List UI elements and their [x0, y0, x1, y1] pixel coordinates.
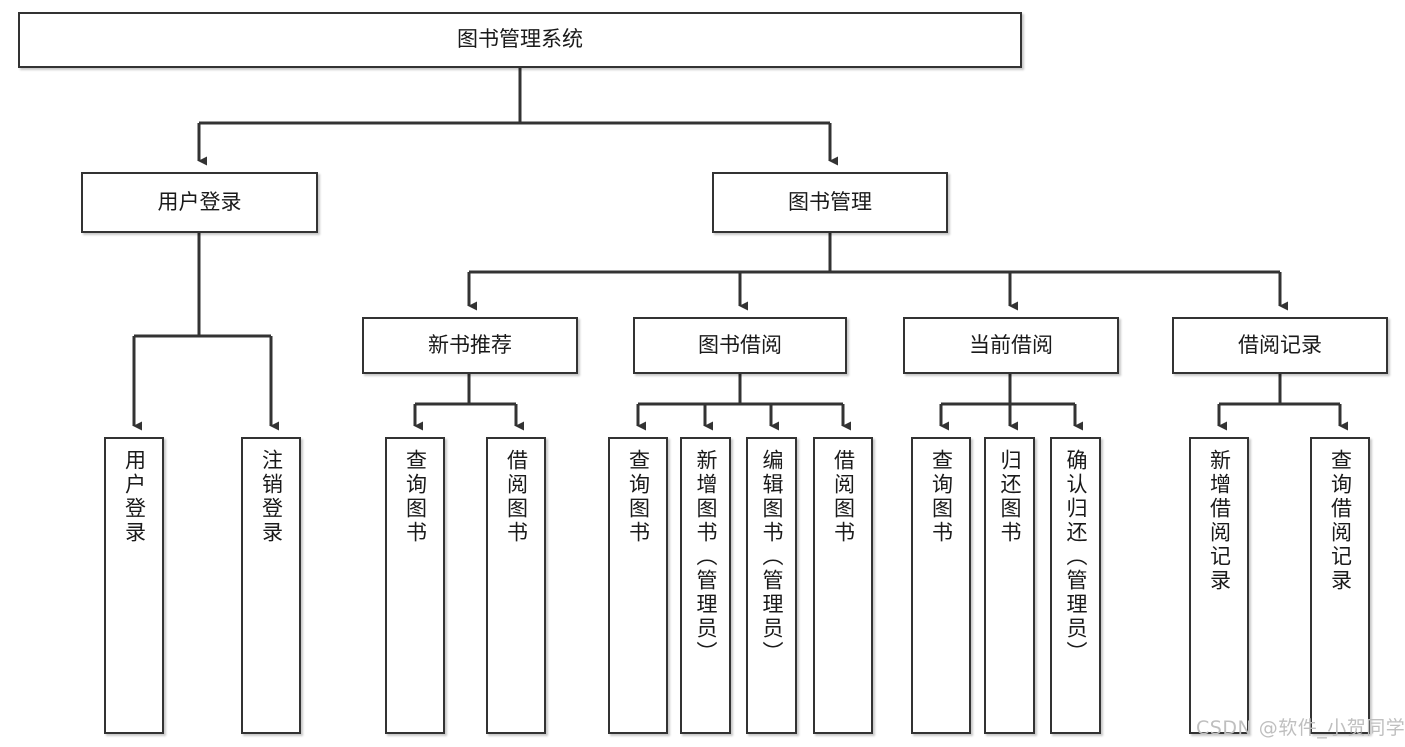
node-leaf-confirm-return-admin[interactable]: 确认归还（管理员）: [1050, 437, 1101, 734]
node-label: 图书管理: [788, 189, 872, 214]
node-label: 当前借阅: [969, 332, 1053, 357]
node-leaf-borrow-book-1[interactable]: 借阅图书: [486, 437, 546, 734]
node-leaf-user-login[interactable]: 用户登录: [104, 437, 164, 734]
node-label: 新书推荐: [428, 332, 512, 357]
node-label: 借阅记录: [1238, 332, 1322, 357]
node-new-book-recommend[interactable]: 新书推荐: [362, 317, 578, 374]
csdn-watermark: CSDN @软件_小贺同学: [1196, 717, 1405, 739]
node-label: 借阅图书: [831, 449, 856, 545]
node-leaf-logout-login[interactable]: 注销登录: [241, 437, 301, 734]
node-label: 用户登录: [157, 189, 242, 214]
node-label: 编辑图书（管理员）: [760, 449, 784, 665]
node-user-login[interactable]: 用户登录: [81, 172, 318, 233]
node-label: 新增图书（管理员）: [694, 449, 718, 665]
node-label: 借阅图书: [504, 449, 529, 545]
node-book-borrow[interactable]: 图书借阅: [633, 317, 847, 374]
node-leaf-edit-book-admin[interactable]: 编辑图书（管理员）: [746, 437, 797, 734]
node-label: 图书管理系统: [457, 27, 583, 52]
node-label: 查询图书: [929, 449, 954, 545]
node-leaf-add-book-admin[interactable]: 新增图书（管理员）: [680, 437, 731, 734]
node-label: 注销登录: [259, 449, 284, 545]
node-leaf-return-book[interactable]: 归还图书: [984, 437, 1035, 734]
node-leaf-query-book-2[interactable]: 查询图书: [608, 437, 668, 734]
node-leaf-query-borrow-record[interactable]: 查询借阅记录: [1310, 437, 1370, 734]
node-label: 确认归还（管理员）: [1064, 449, 1088, 665]
node-leaf-borrow-book-2[interactable]: 借阅图书: [813, 437, 873, 734]
node-current-borrow[interactable]: 当前借阅: [903, 317, 1119, 374]
node-leaf-query-book-3[interactable]: 查询图书: [911, 437, 971, 734]
node-book-management[interactable]: 图书管理: [712, 172, 948, 233]
node-leaf-add-borrow-record[interactable]: 新增借阅记录: [1189, 437, 1249, 734]
node-label: 用户登录: [122, 449, 147, 545]
node-label: 归还图书: [998, 449, 1022, 545]
node-borrow-record[interactable]: 借阅记录: [1172, 317, 1388, 374]
node-label: 查询借阅记录: [1328, 449, 1353, 593]
node-book-management-system[interactable]: 图书管理系统: [18, 12, 1022, 68]
node-label: 查询图书: [626, 449, 651, 545]
node-label: 新增借阅记录: [1207, 449, 1232, 593]
node-label: 图书借阅: [698, 332, 782, 357]
node-label: 查询图书: [403, 449, 428, 545]
node-leaf-query-book-1[interactable]: 查询图书: [385, 437, 445, 734]
